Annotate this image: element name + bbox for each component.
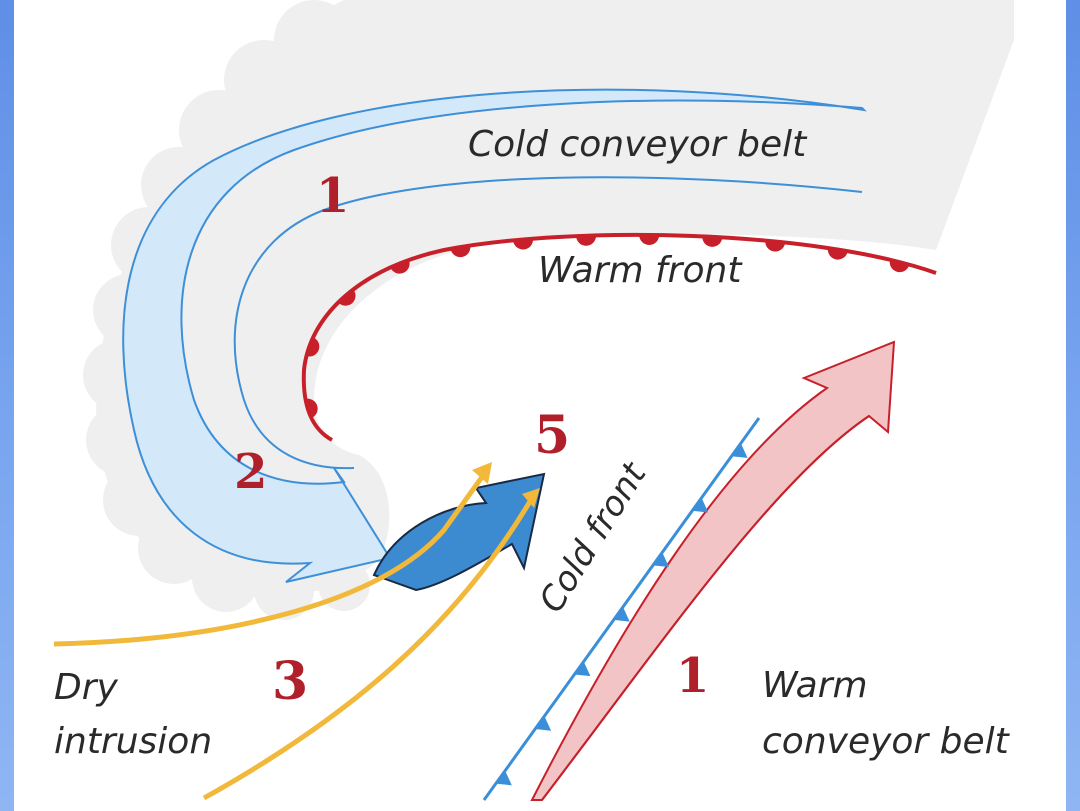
warm-belt-right-edge: [541, 415, 870, 801]
warm-front-semicircles: [304, 234, 910, 419]
cold-front-triangles: [495, 443, 748, 786]
cold-conveyor-belt-label: Cold conveyor belt: [468, 124, 807, 165]
diagram-canvas: Cold conveyor belt Warm front Cold front…: [14, 0, 1066, 811]
dry-intrusion-line-upper: [53, 468, 490, 647]
dry-intrusion-arrowhead-upper: [472, 462, 492, 484]
dry-intrusion-label-line2: intrusion: [54, 721, 213, 762]
warm-front-semicircle: [827, 248, 848, 260]
cloud-bump: [594, 0, 674, 46]
dry-intrusion-label-line1: Dry: [54, 667, 118, 708]
dry-intrusion-number: 3: [272, 651, 309, 712]
cloud-bump: [414, 0, 494, 48]
cold-front-triangle: [574, 661, 591, 677]
warm-front-semicircle: [576, 235, 597, 246]
warm-front-semicircle: [338, 289, 356, 306]
cold-front-triangle: [652, 552, 669, 568]
hook-number: 2: [234, 444, 268, 500]
warm-front-semicircle: [889, 259, 910, 273]
warm-conveyor-belt-label-line1: Warm: [762, 665, 868, 706]
cloud-bump: [898, 0, 970, 50]
warm-front-semicircle: [450, 245, 471, 258]
warm-front-line: [301, 232, 937, 442]
cloud-bump: [474, 0, 554, 46]
cold-front-triangle: [613, 606, 630, 622]
sting-jet-arrow: [372, 472, 546, 592]
warm-front-semicircle: [390, 259, 410, 274]
cold-conveyor-belt-number: 1: [316, 168, 350, 224]
dry-intrusion-arrowhead-lower: [522, 488, 540, 508]
cloud-bump: [534, 0, 614, 48]
dry-intrusion-line-lower: [202, 496, 535, 801]
cloud-bump: [714, 0, 794, 46]
cyclone-diagram: [53, 0, 1014, 801]
warm-front-semicircle: [306, 337, 320, 357]
warm-front-label: Warm front: [538, 250, 742, 291]
warm-front-semicircle: [513, 238, 534, 250]
cloud-bump: [774, 0, 854, 48]
cloud-bump: [836, 0, 912, 48]
cold-belt-inner-edge: [233, 176, 863, 470]
cold-front-line: [482, 417, 761, 801]
warm-front-semicircle: [304, 398, 318, 419]
cold-front-triangle: [495, 770, 512, 786]
cold-front-triangle: [731, 443, 748, 458]
cold-front-triangle: [535, 716, 552, 731]
center-number: 5: [534, 405, 571, 466]
warm-front-semicircle: [702, 236, 723, 247]
cloud-bump: [654, 0, 734, 48]
warm-conveyor-belt-label-line2: conveyor belt: [762, 721, 1009, 762]
warm-front-semicircle: [765, 240, 786, 252]
warm-conveyor-belt-number: 1: [676, 648, 710, 704]
warm-front-semicircle: [639, 234, 660, 245]
cold-conveyor-belt-arrow: [122, 88, 867, 583]
cloud-shield: [96, 0, 1014, 594]
cold-front-triangle: [692, 497, 709, 513]
cloud-bump: [192, 544, 260, 612]
